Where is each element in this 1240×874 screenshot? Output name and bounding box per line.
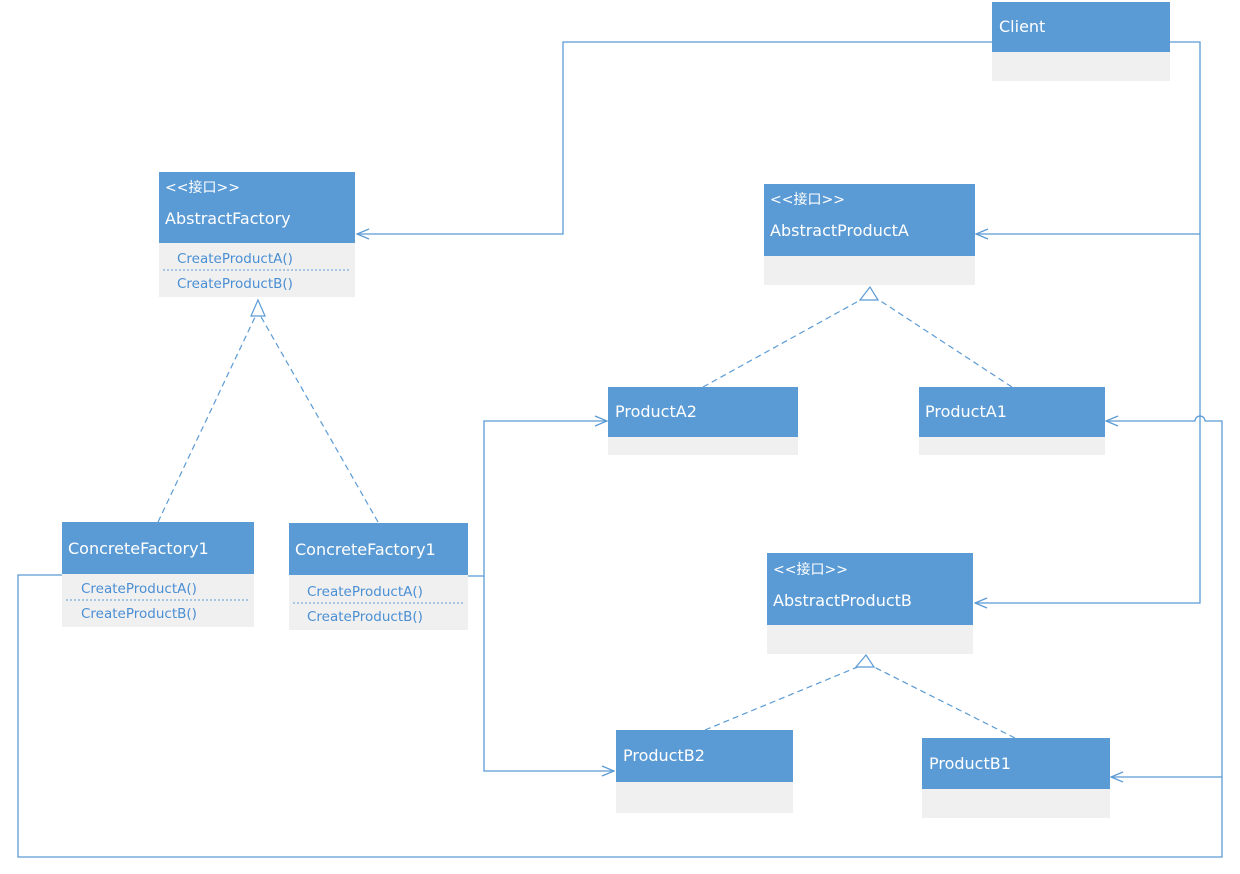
realize-cf-left <box>157 314 257 523</box>
class-product-a1[interactable]: ProductA1 <box>919 387 1105 455</box>
class-name: ProductB2 <box>623 746 705 765</box>
class-name: ProductA1 <box>925 402 1007 421</box>
cf-right-to-product-b2 <box>483 576 614 771</box>
class-name: AbstractFactory <box>165 209 291 228</box>
realization-arrow-abstract-product-b <box>854 653 876 668</box>
client-to-abstract-factory <box>357 41 992 234</box>
realize-product-a2 <box>702 297 865 388</box>
realization-arrow-abstract-product-a <box>858 285 880 301</box>
realize-product-a1 <box>875 297 1013 388</box>
class-client[interactable]: Client <box>992 2 1170 81</box>
stereotype: <<接口>> <box>165 179 240 196</box>
stereotype: <<接口>> <box>770 191 845 208</box>
stereotype: <<接口>> <box>773 561 848 578</box>
realization-lines <box>157 285 1016 739</box>
realize-cf-right <box>259 314 379 523</box>
operation: CreateProductA() <box>177 251 293 267</box>
client-to-abstract-product-a <box>976 41 1201 234</box>
class-name: Client <box>999 17 1045 36</box>
class-abstract-factory[interactable]: <<接口>> AbstractFactory CreateProductA() … <box>159 172 355 297</box>
class-concrete-factory-right[interactable]: ConcreteFactory1 CreateProductA() Create… <box>289 523 468 630</box>
realize-product-b1 <box>871 665 1016 739</box>
class-name: ConcreteFactory1 <box>295 540 436 559</box>
class-product-b2[interactable]: ProductB2 <box>616 730 793 813</box>
class-abstract-product-b[interactable]: <<接口>> AbstractProductB <box>767 553 973 654</box>
cf-left-to-product-a1 <box>17 416 1223 858</box>
class-name: ProductA2 <box>615 402 697 421</box>
cf-right-to-product-a2 <box>468 421 607 577</box>
operation: CreateProductA() <box>81 581 197 597</box>
class-product-b1[interactable]: ProductB1 <box>922 738 1110 818</box>
class-name: ProductB1 <box>929 754 1011 773</box>
client-to-abstract-product-b <box>975 234 1201 603</box>
realization-arrow-abstract-factory <box>250 298 266 317</box>
class-name: AbstractProductA <box>770 221 909 240</box>
class-abstract-product-a[interactable]: <<接口>> AbstractProductA <box>764 184 975 285</box>
realize-product-b2 <box>704 665 861 731</box>
operation: CreateProductB() <box>81 606 197 622</box>
operation: CreateProductB() <box>307 609 423 625</box>
class-name: AbstractProductB <box>773 591 912 610</box>
class-product-a2[interactable]: ProductA2 <box>608 387 798 455</box>
association-lines <box>17 41 1223 858</box>
class-name: ConcreteFactory1 <box>68 539 209 558</box>
class-concrete-factory-left[interactable]: ConcreteFactory1 CreateProductA() Create… <box>62 522 254 627</box>
operation: CreateProductB() <box>177 276 293 292</box>
operation: CreateProductA() <box>307 584 423 600</box>
